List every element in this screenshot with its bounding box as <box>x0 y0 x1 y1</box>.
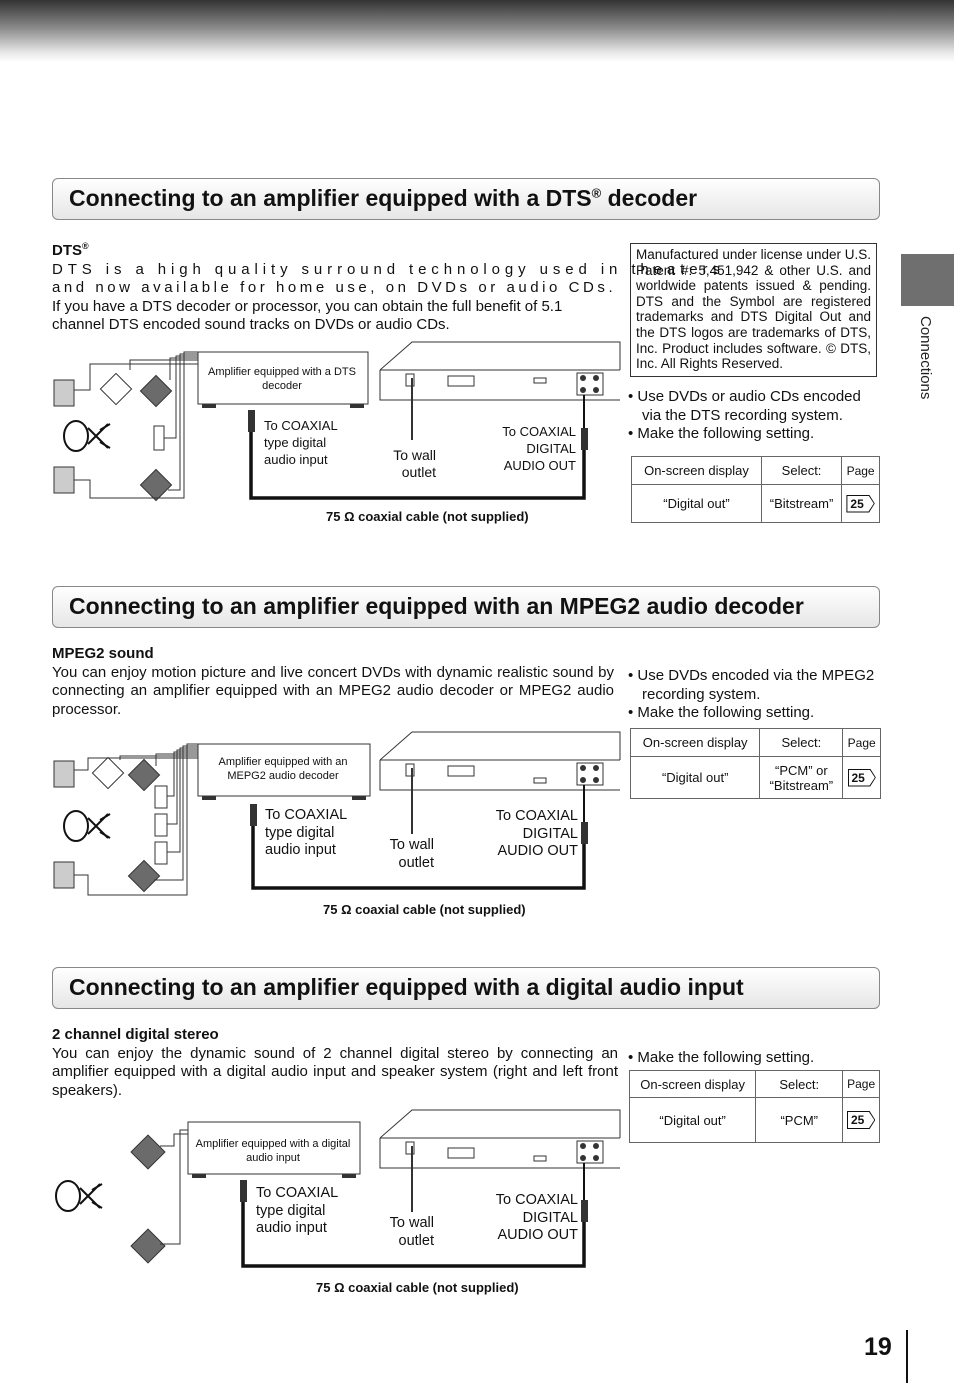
dvd-player-rear <box>379 341 621 401</box>
amplifier-unit <box>197 351 369 408</box>
connection-diagram-dts <box>53 341 621 502</box>
speaker-system <box>55 1134 166 1264</box>
connection-diagram-mpeg2 <box>53 731 621 896</box>
table-cell: “PCM” or “Bitstream” <box>759 756 844 799</box>
list-item: • Make the following setting. <box>628 1049 815 1066</box>
table-header: On-screen display <box>631 456 762 485</box>
list-item: • Make the following setting. <box>628 425 815 443</box>
coaxial-cable <box>250 785 588 890</box>
wall-outlet-label: To wall outlet <box>393 447 436 480</box>
intro-mpeg2: MPEG2 sound You can enjoy motion picture… <box>52 645 614 719</box>
intro-line: DTS is a high quality surround technolog… <box>52 260 725 278</box>
amplifier-label: Amplifier equipped with an MEPG2 audio d… <box>218 756 348 782</box>
intro-heading: 2 channel digital stereo <box>52 1026 219 1043</box>
coaxial-cable <box>240 1163 588 1268</box>
section-title-suffix: decoder <box>601 185 698 211</box>
coaxial-output-label: To COAXIAL DIGITAL AUDIO OUT <box>495 1192 578 1243</box>
coaxial-input-label: To COAXIAL type digital audio input <box>264 418 338 467</box>
coaxial-input-label: To COAXIAL type digital audio input <box>265 807 347 858</box>
table-header: Page <box>841 456 880 485</box>
dvd-player-rear <box>379 731 621 791</box>
coaxial-cable <box>248 395 588 500</box>
wall-outlet-label: To wall outlet <box>389 837 434 871</box>
header-gradient-bar <box>0 0 954 62</box>
amplifier-unit <box>187 1121 361 1178</box>
side-tab-marker <box>901 254 954 306</box>
section-title-text: Connecting to an amplifier equipped with… <box>69 185 592 211</box>
intro-paragraph: You can enjoy motion picture and live co… <box>52 663 614 718</box>
page-number: 19 <box>864 1333 892 1361</box>
table-header: Select: <box>759 728 844 757</box>
intro-dts: DTS® DTS is a high quality surround tech… <box>52 237 725 335</box>
intro-digital-input: 2 channel digital stereo You can enjoy t… <box>52 1026 618 1100</box>
amplifier-unit <box>197 743 371 800</box>
trademark-notice: Manufactured under license under U.S. Pa… <box>630 243 877 377</box>
table-cell: “Digital out” <box>628 1097 757 1143</box>
section-title-mpeg2: Connecting to an amplifier equipped with… <box>52 586 880 628</box>
page-reference-icon[interactable]: 25 <box>846 494 875 513</box>
section-title-digital-input: Connecting to an amplifier equipped with… <box>52 967 880 1009</box>
page-reference-icon[interactable]: 25 <box>846 1111 876 1129</box>
speaker-wires <box>74 351 199 499</box>
intro-heading: DTS® <box>52 241 89 259</box>
table-header: On-screen display <box>628 1070 757 1098</box>
table-header: Page <box>842 728 881 757</box>
bullet-list: • Make the following setting. <box>628 1049 882 1068</box>
list-item: • Use DVDs encoded via the MPEG2 recordi… <box>628 667 875 703</box>
bullet-list: • Use DVDs encoded via the MPEG2 recordi… <box>628 667 882 723</box>
intro-line: and now available for home use, on DVDs … <box>52 279 617 297</box>
table-cell: “Digital out” <box>631 484 762 523</box>
intro-paragraph: You can enjoy the dynamic sound of 2 cha… <box>52 1044 618 1099</box>
cable-caption: 75 Ω coaxial cable (not supplied) <box>326 509 529 524</box>
registered-mark: ® <box>591 185 602 201</box>
coaxial-output-label: To COAXIAL DIGITAL AUDIO OUT <box>502 424 576 473</box>
coaxial-input-label: To COAXIAL type digital audio input <box>256 1185 338 1236</box>
table-header: Page <box>842 1070 880 1098</box>
amplifier-label: Amplifier equipped with a digital audio … <box>195 1138 351 1164</box>
cable-caption: 75 Ω coaxial cable (not supplied) <box>323 902 526 917</box>
table-cell: “Bitstream” <box>760 484 843 523</box>
wall-outlet-label: To wall outlet <box>389 1215 434 1249</box>
bullet-list: • Use DVDs or audio CDs encoded via the … <box>628 388 882 444</box>
table-cell: “Digital out” <box>629 756 761 799</box>
table-cell: “PCM” <box>755 1097 844 1143</box>
dvd-player-rear <box>379 1109 621 1169</box>
speaker-wires <box>74 743 198 896</box>
speaker-wires <box>160 1129 188 1245</box>
coaxial-output-label: To COAXIAL DIGITAL AUDIO OUT <box>495 808 578 859</box>
page-reference-icon[interactable]: 25 <box>847 768 876 787</box>
amplifier-label: Amplifier equipped with a DTS decoder <box>208 366 356 392</box>
list-item: • Use DVDs or audio CDs encoded via the … <box>628 388 861 424</box>
speaker-system <box>53 372 173 502</box>
intro-paragraph: If you have a DTS decoder or processor, … <box>52 297 563 334</box>
list-item: • Make the following setting. <box>628 704 815 722</box>
intro-heading: MPEG2 sound <box>52 645 154 662</box>
cable-caption: 75 Ω coaxial cable (not supplied) <box>316 1280 519 1295</box>
table-header: Select: <box>760 456 843 485</box>
page-number-rule <box>906 1330 908 1383</box>
side-tab-label: Connections <box>917 316 934 400</box>
table-header: On-screen display <box>629 728 761 757</box>
section-title-dts: Connecting to an amplifier equipped with… <box>52 178 880 220</box>
connection-diagram-digital-input <box>55 1109 621 1268</box>
speaker-system <box>53 756 168 893</box>
table-header: Select: <box>755 1070 844 1098</box>
